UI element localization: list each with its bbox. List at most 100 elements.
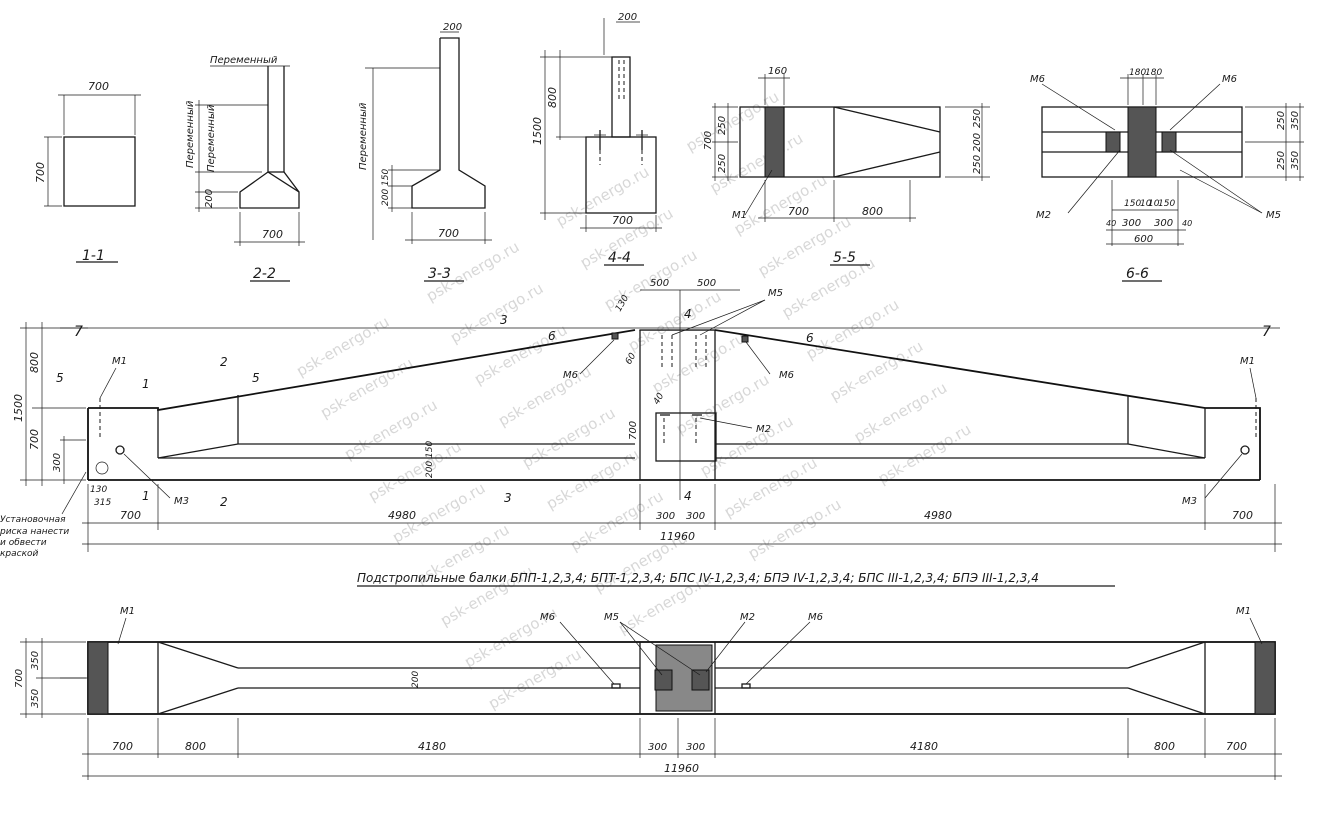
dim-2-2-200: 200 xyxy=(204,189,215,208)
dim-4-4-width: 700 xyxy=(612,214,633,227)
label-main-m3-left: М3 xyxy=(174,496,189,507)
dim-plan-700: 700 xyxy=(14,669,25,688)
label-plan-m6-left: М6 xyxy=(540,612,555,623)
dim-3-3-200: 200 xyxy=(381,189,391,206)
dim-4-4-800: 800 xyxy=(546,87,559,108)
dim-6-6-150a: 150 xyxy=(1124,199,1141,209)
label-6-6-m6-left: М6 xyxy=(1030,74,1045,85)
beam-plan: 700 350 350 200 700 800 4180 300 300 418… xyxy=(14,606,1282,780)
dim-plan-11960: 11960 xyxy=(664,762,699,775)
dim-plan-300-left: 300 xyxy=(648,742,667,753)
watermark-text: psk-energo.ru xyxy=(447,279,546,347)
dim-5-5-700b: 700 xyxy=(788,205,809,218)
dim-3-3-top: 200 xyxy=(443,22,462,33)
dim-6-6-300a: 300 xyxy=(1122,218,1141,229)
dim-6-6-10a: 10 xyxy=(1140,199,1152,209)
watermark-text: psk-energo.ru xyxy=(721,454,820,522)
dim-6-6-250a: 250 xyxy=(1276,111,1287,130)
dim-plan-350a: 350 xyxy=(30,651,41,670)
dim-main-200: 200 xyxy=(425,461,435,478)
dim-plan-800-left: 800 xyxy=(185,740,206,753)
watermark-text: psk-energo.ru xyxy=(317,354,416,422)
dim-1-1-height: 700 xyxy=(34,162,47,183)
dim-main-4980-right: 4980 xyxy=(924,509,952,522)
section-6-6: 180 180 М6 М6 350 350 250 250 150 10 10 … xyxy=(1030,68,1304,282)
watermark-text: psk-energo.ru xyxy=(745,495,844,563)
label-5-5-m1: М1 xyxy=(732,210,747,221)
cut-mark-7-left: 7 xyxy=(74,324,83,340)
dim-3-3-150: 150 xyxy=(381,169,391,186)
section-label-2-2: 2-2 xyxy=(253,266,276,282)
dim-plan-200: 200 xyxy=(411,671,421,688)
dim-6-6-250b: 250 xyxy=(1276,151,1287,170)
dim-6-6-350b: 350 xyxy=(1290,151,1301,170)
dim-2-2-var-mid: Переменный xyxy=(206,104,217,172)
dim-4-4-top: 200 xyxy=(618,12,637,23)
watermark-text: psk-energo.ru xyxy=(755,212,854,280)
dim-6-6-180b: 180 xyxy=(1145,68,1162,78)
dim-5-5-160: 160 xyxy=(768,66,787,77)
label-main-m6-left: М6 xyxy=(563,370,578,381)
dim-plan-800-right: 800 xyxy=(1154,740,1175,753)
label-main-m1-right: М1 xyxy=(1240,356,1255,367)
cut-mark-5a: 5 xyxy=(56,371,64,385)
dim-6-6-180a: 180 xyxy=(1129,68,1146,78)
dim-main-1500: 1500 xyxy=(12,394,25,422)
dim-plan-350b: 350 xyxy=(30,689,41,708)
section-label-5-5: 5-5 xyxy=(833,250,856,266)
dim-6-6-40b: 40 xyxy=(1182,219,1192,228)
section-label-6-6: 6-6 xyxy=(1126,266,1149,282)
dim-plan-700-right: 700 xyxy=(1226,740,1247,753)
dim-3-3-width: 700 xyxy=(438,227,459,240)
label-main-m2: М2 xyxy=(756,424,771,435)
label-main-m1-left: М1 xyxy=(112,356,127,367)
label-6-6-m6-right: М6 xyxy=(1222,74,1237,85)
dim-main-500-right: 500 xyxy=(697,278,716,289)
beam-elevation: 1500 800 700 300 130 315 700 4980 300 30… xyxy=(0,278,1282,559)
dim-plan-300-right: 300 xyxy=(686,742,705,753)
cut-mark-4-top: 4 xyxy=(684,307,692,321)
cut-mark-3-top: 3 xyxy=(500,313,508,327)
watermark-text: psk-energo.ru xyxy=(875,420,974,488)
watermark-text: psk-energo.ru xyxy=(495,362,594,430)
watermark-text: psk-energo.ru xyxy=(697,412,796,480)
dim-2-2-width: 700 xyxy=(262,228,283,241)
watermark-text: psk-energo.ru xyxy=(731,171,830,239)
section-2-2: 700 Переменный Переменный Переменный 200… xyxy=(185,55,305,282)
dim-5-5-250b: 250 xyxy=(717,154,728,173)
note-line-1: Установочная xyxy=(0,515,66,525)
cut-mark-4-bottom: 4 xyxy=(684,489,692,503)
dim-main-150: 150 xyxy=(425,441,435,458)
cut-mark-7-right: 7 xyxy=(1262,324,1271,340)
note-line-2: риска нанести xyxy=(0,527,69,537)
dim-5-5-250a: 250 xyxy=(717,116,728,135)
dim-5-5-r250b: 250 xyxy=(972,155,983,174)
dim-6-6-300b: 300 xyxy=(1154,218,1173,229)
dim-6-6-350a: 350 xyxy=(1290,111,1301,130)
dim-5-5-800: 800 xyxy=(862,205,883,218)
label-6-6-m5: М5 xyxy=(1266,210,1281,221)
cut-mark-2-top: 2 xyxy=(220,355,228,369)
dim-5-5-r200: 200 xyxy=(972,133,983,152)
section-label-3-3: 3-3 xyxy=(428,266,451,282)
dim-main-300: 300 xyxy=(52,453,63,472)
dim-6-6-150b: 150 xyxy=(1158,199,1175,209)
note-line-4: краской xyxy=(0,549,39,559)
section-3-3: 200 Переменный 150 200 700 3-3 xyxy=(358,22,492,282)
dim-main-700-centre: 700 xyxy=(628,421,639,440)
drawing-title: Подстропильные балки БПП-1,2,3,4; БПТ-1,… xyxy=(357,571,1039,585)
section-label-4-4: 4-4 xyxy=(608,250,631,266)
dim-plan-4180-left: 4180 xyxy=(418,740,446,753)
label-plan-m1-right: М1 xyxy=(1236,606,1251,617)
dim-main-4980-left: 4980 xyxy=(388,509,416,522)
dim-5-5-700: 700 xyxy=(703,131,714,150)
section-label-1-1: 1-1 xyxy=(82,248,105,264)
watermark-text: psk-energo.ru xyxy=(567,487,666,555)
dim-2-2-var-top: Переменный xyxy=(210,55,278,66)
cut-mark-5b: 5 xyxy=(252,371,260,385)
dim-6-6-40a: 40 xyxy=(1106,219,1116,228)
dim-main-700-right: 700 xyxy=(1232,509,1253,522)
dim-plan-700-left: 700 xyxy=(112,740,133,753)
label-plan-m1-left: М1 xyxy=(120,606,135,617)
dim-main-700: 700 xyxy=(28,429,41,450)
